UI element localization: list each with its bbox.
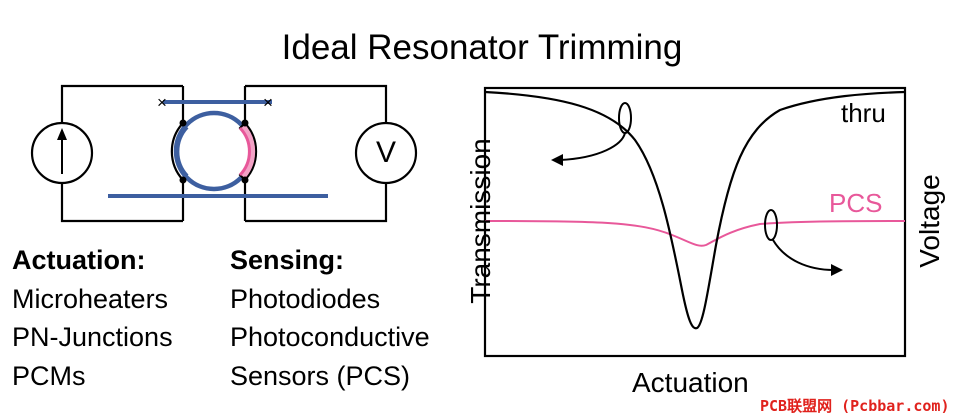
ring-resonator — [170, 110, 258, 192]
watermark: PCB联盟网 (Pcbbar.com) — [760, 397, 950, 415]
actuation-item: PCMs — [12, 360, 86, 391]
actuation-heading: Actuation: — [12, 245, 146, 275]
thru-curve — [484, 90, 906, 330]
sensing-item: Photodiodes — [230, 283, 381, 314]
svg-text:×: × — [157, 93, 167, 112]
waveguides: × × — [108, 93, 328, 198]
x-axis-label: Actuation — [632, 367, 749, 398]
sensing-list: Sensing: Photodiodes Photoconductive Sen… — [230, 241, 430, 395]
pcs-curve — [484, 220, 906, 247]
actuation-item: Microheaters — [12, 283, 169, 314]
actuation-circuit — [30, 84, 185, 223]
y-axis-label-right: Voltage — [914, 174, 945, 268]
y-axis-label-left: Transmission — [465, 138, 496, 304]
pcs-series-label: PCS — [829, 188, 883, 218]
diagram-title: Ideal Resonator Trimming — [281, 28, 683, 67]
voltmeter-icon — [354, 121, 418, 185]
sensing-heading: Sensing: — [230, 245, 345, 275]
sensing-item: Photoconductive — [230, 322, 430, 352]
thru-annotation — [551, 102, 632, 166]
thru-series-label: thru — [841, 98, 886, 128]
sensing-circuit — [243, 84, 418, 223]
sensing-item: Sensors (PCS) — [230, 360, 411, 391]
svg-text:×: × — [263, 93, 273, 112]
actuation-list: Actuation: Microheaters PN-Junctions PCM… — [12, 241, 173, 395]
actuation-item: PN-Junctions — [12, 322, 173, 352]
pcs-annotation — [764, 209, 843, 276]
voltmeter-label: V — [375, 136, 397, 169]
